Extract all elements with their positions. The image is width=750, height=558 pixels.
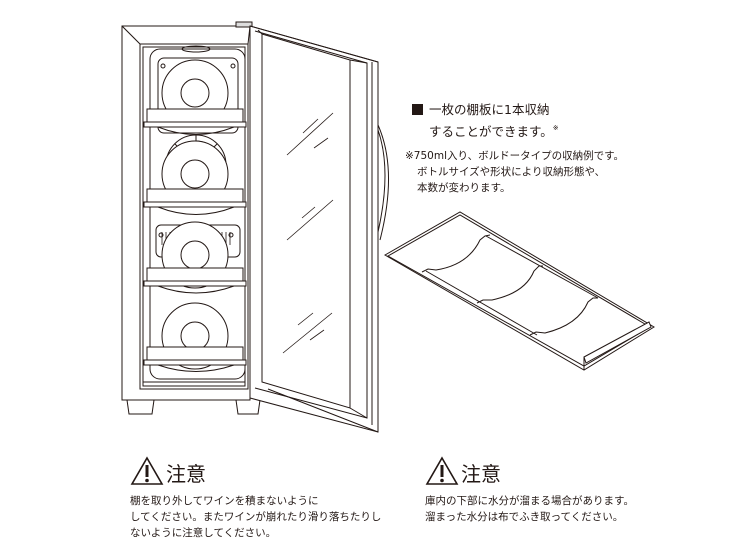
callout-line-2: することができます。※	[412, 119, 559, 141]
footnote-line: 本数が変わります。	[417, 182, 511, 194]
footnote-line: ※750ml入り、ボルドータイプの収納例です。	[405, 150, 625, 162]
callout-line-1: 一枚の棚板に1本収納	[412, 100, 559, 119]
warning-triangle-icon	[425, 456, 459, 485]
caution-text-line: ないように注意してください。	[130, 527, 277, 539]
cabinet-body	[121, 21, 261, 415]
shelf-capacity-callout: 一枚の棚板に1本収納 することができます。※	[412, 100, 559, 141]
callout-text-1: 一枚の棚板に1本収納	[429, 102, 550, 117]
caution-title: 注意	[166, 462, 206, 486]
shelves	[143, 108, 247, 372]
storage-footnote: ※750ml入り、ボルドータイプの収納例です。 ボトルサイズや形状により収納形態…	[405, 148, 624, 196]
caution-text-line: してください。またワインが崩れたり滑り落ちたりし	[130, 511, 382, 523]
removed-shelf	[383, 211, 655, 371]
black-square-bullet-icon	[412, 104, 423, 115]
caution-text-line: 棚を取り外してワインを積まないように	[130, 495, 319, 507]
callout-text-2: することができます。	[429, 124, 553, 139]
caution-title: 注意	[461, 462, 501, 486]
warning-triangle-icon	[130, 456, 164, 485]
footnote-line: ボトルサイズや形状により収納形態や、	[417, 166, 606, 178]
caution-block-moisture: 注意 庫内の下部に水分が溜まる場合があります。 溜まった水分は布でふき取ってくだ…	[425, 452, 634, 525]
caution-block-shelf: 注意 棚を取り外してワインを積まないように してください。またワインが崩れたり滑…	[130, 452, 381, 541]
footnote-mark: ※	[552, 124, 559, 132]
caution-text-line: 溜まった水分は布でふき取ってください。	[425, 511, 624, 523]
glass-door	[249, 25, 390, 433]
caution-text-line: 庫内の下部に水分が溜まる場合があります。	[425, 495, 634, 507]
